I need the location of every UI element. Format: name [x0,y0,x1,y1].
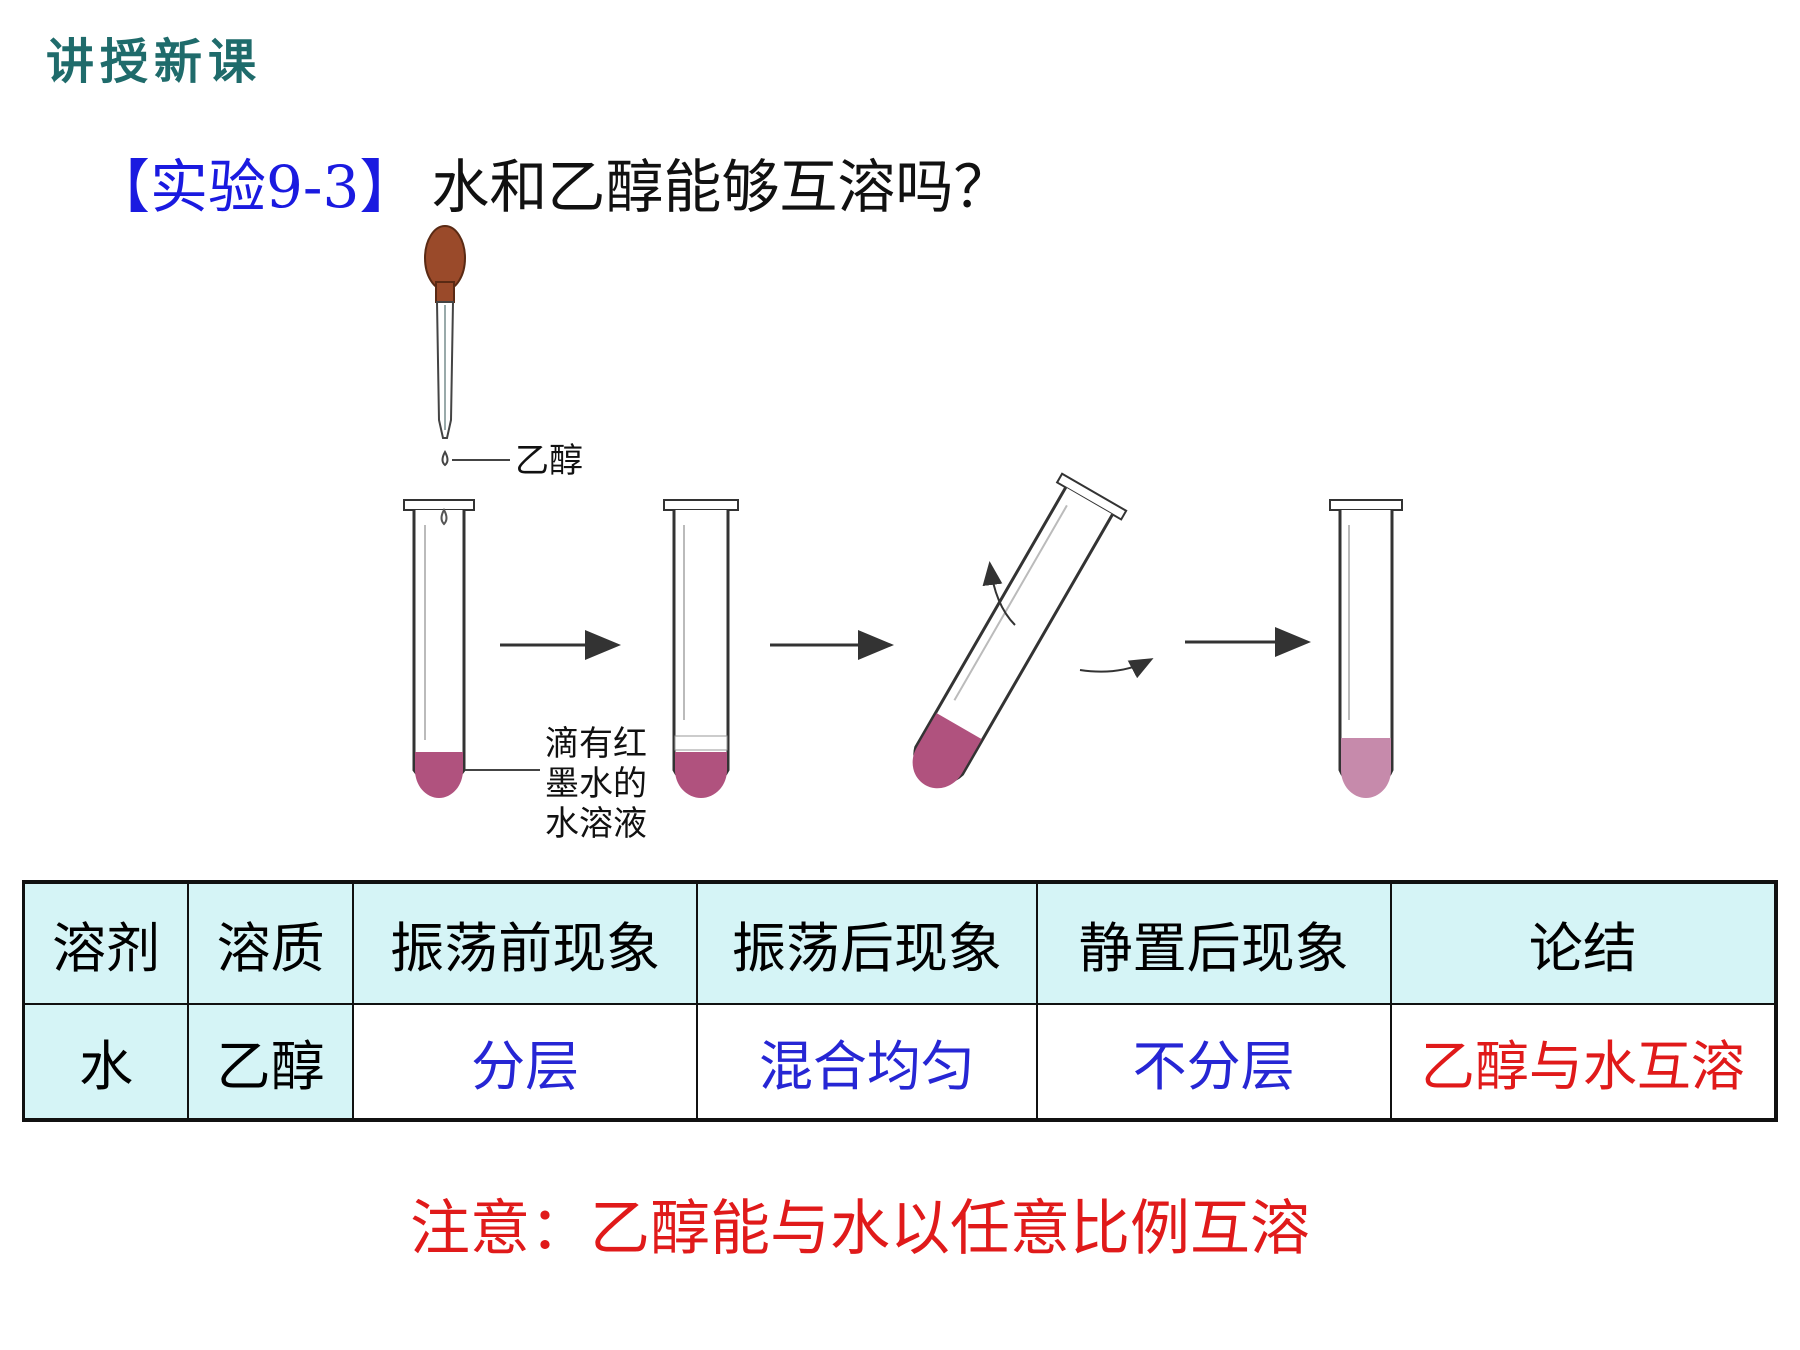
header-solute: 溶质 [187,880,354,1006]
shake-arrow-up [982,561,1016,626]
label-solution-line3: 水溶液 [545,804,647,844]
test-tube-2 [663,499,739,798]
test-tube-3-tilted [912,472,1128,789]
shake-arrow-right [1079,658,1154,679]
cell-after-standing: 不分层 [1035,1003,1392,1121]
header-solvent: 溶剂 [22,880,190,1006]
cell-before-shaking: 分层 [351,1003,699,1121]
test-tube-4 [1329,499,1403,798]
page-title: 【实验9-3】水和乙醇能够互溶吗？ [92,140,1011,224]
header-after-shaking: 振荡后现象 [696,880,1038,1006]
droplet [441,449,449,467]
section-tag: 讲授新课 [46,34,263,90]
cell-solvent: 水 [22,1003,190,1121]
header-conclusion: 论结 [1389,880,1778,1006]
dropper [424,225,466,467]
label-solution-line2: 墨水的 [545,764,647,804]
cell-solute: 乙醇 [187,1003,354,1121]
header-after-standing: 静置后现象 [1035,880,1392,1006]
cell-after-shaking: 混合均匀 [696,1003,1038,1121]
table-row: 水 乙醇 分层 混合均匀 不分层 乙醇与水互溶 [22,1003,1778,1121]
header-before-shaking: 振荡前现象 [351,880,699,1006]
label-ethanol: 乙醇 [515,441,583,481]
test-tube-1 [403,499,475,798]
label-solution-line1: 滴有红 [545,724,647,764]
note-text: 注意：乙醇能与水以任意比例互溶 [410,1194,1310,1264]
result-table: 溶剂 溶质 振荡前现象 振荡后现象 静置后现象 论结 水 乙醇 分层 混合均匀 … [22,880,1778,1122]
experiment-number: 【实验9-3】 [92,153,418,221]
table-header-row: 溶剂 溶质 振荡前现象 振荡后现象 静置后现象 论结 [22,880,1778,1006]
experiment-illustration: 乙醇 滴有红 墨水的 水溶液 [403,225,1403,844]
cell-conclusion: 乙醇与水互溶 [1389,1003,1778,1121]
experiment-question: 水和乙醇能够互溶吗？ [431,153,1012,221]
liquid-red [415,752,463,798]
